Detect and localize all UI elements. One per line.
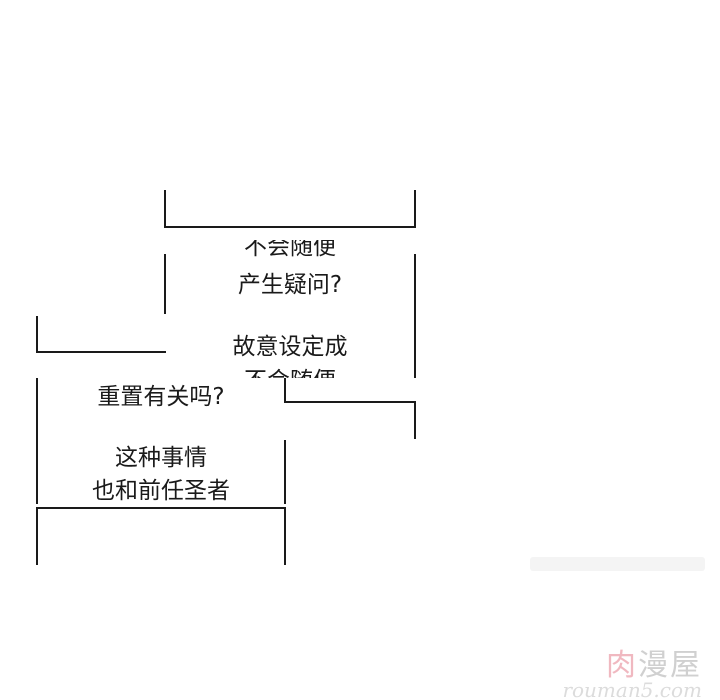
upper-speech-line-2: 故意设定成 [232, 334, 348, 360]
lower-speech-line-3: 也和前任圣者 [92, 478, 230, 504]
bottom-panel-left-edge [36, 507, 38, 565]
lower-panel-top-border [36, 351, 166, 353]
lower-panel-left-top-edge [36, 316, 38, 352]
bottom-panel-right-edge [284, 507, 286, 565]
upper-panel-left-edge [164, 254, 166, 314]
lower-speech-line-2: 这种事情 [115, 445, 207, 471]
watermark-accent-char: 肉 [606, 648, 638, 683]
upper-speech-top-fragment: 不会随便 [244, 240, 336, 260]
upper-panel-right-top-edge [414, 190, 416, 228]
faint-background-band [530, 557, 705, 571]
lower-speech-line-1: 重置有关吗? [97, 384, 225, 410]
connector-right-drop [414, 401, 416, 439]
site-watermark: 肉漫屋 [606, 640, 702, 684]
upper-speech-bottom-clip: 不会随便 [166, 364, 414, 378]
upper-speech-top-clip: 不会随便 [166, 240, 414, 266]
bottom-panel-top-border [36, 507, 286, 509]
upper-panel-left-top-edge [164, 190, 166, 228]
watermark-url: rouman5.com [562, 680, 702, 700]
upper-speech-bottom-fragment: 不会随便 [166, 364, 414, 378]
lower-panel-left-edge [36, 378, 38, 504]
upper-panel-bottom-border [164, 226, 416, 228]
lower-panel-right-edge [284, 440, 286, 504]
connector-vertical [284, 378, 286, 402]
upper-speech-line-1: 产生疑问? [237, 272, 343, 298]
watermark-rest: 漫屋 [638, 648, 702, 683]
upper-panel-right-edge [414, 254, 416, 378]
connector-horizontal [284, 401, 416, 403]
